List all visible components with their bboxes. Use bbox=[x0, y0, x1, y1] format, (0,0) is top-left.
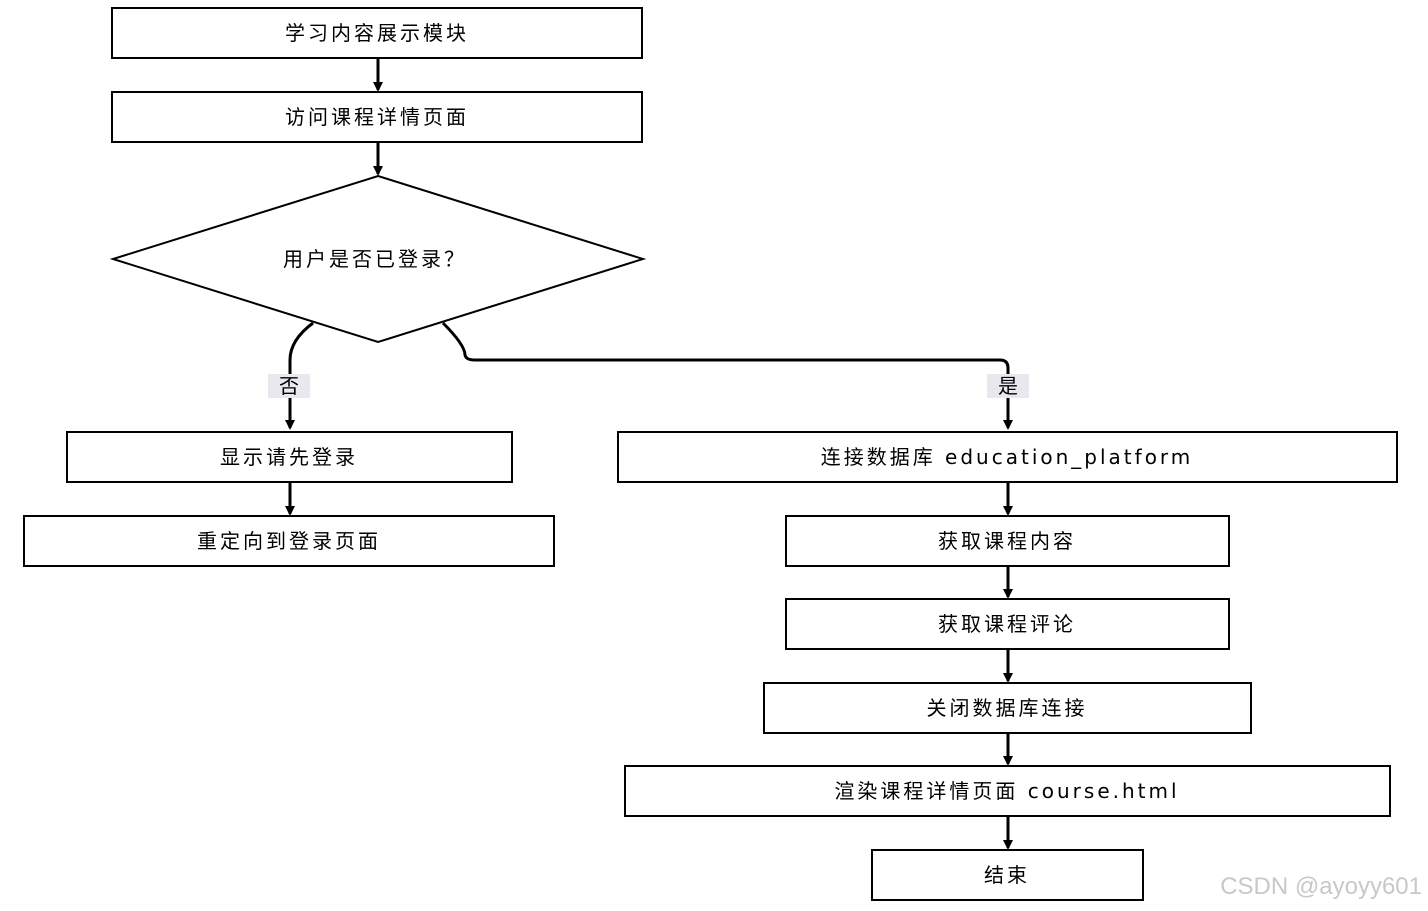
node-redirect-label: 重定向到登录页面 bbox=[197, 529, 381, 553]
node-close-db-box bbox=[763, 682, 1252, 734]
node-show-login: 显示请先登录 bbox=[66, 431, 513, 483]
node-get-comments: 获取课程评论 bbox=[785, 598, 1230, 650]
node-get-content: 获取课程内容 bbox=[785, 515, 1230, 567]
node-connect-db: 连接数据库 education_platform bbox=[617, 431, 1398, 483]
node-decision: 用户是否已登录？ bbox=[109, 174, 647, 344]
node-close-db-label: 关闭数据库连接 bbox=[927, 696, 1088, 720]
node-visit: 访问课程详情页面 bbox=[111, 91, 643, 143]
node-get-content-label: 获取课程内容 bbox=[938, 529, 1076, 553]
node-decision-label: 用户是否已登录？ bbox=[283, 247, 467, 271]
node-show-login-box bbox=[66, 431, 513, 483]
edge-label-no-text: 否 bbox=[279, 374, 299, 398]
edge-label-no: 否 bbox=[268, 374, 310, 398]
edge-decision-to-connect-db bbox=[441, 321, 1013, 430]
node-connect-db-box bbox=[617, 431, 1398, 483]
nodes: 学习内容展示模块 访问课程详情页面 用户是否已登录？ 显示请先登录 重定向到登录… bbox=[23, 7, 1398, 901]
node-end: 结束 bbox=[871, 849, 1144, 901]
node-module: 学习内容展示模块 bbox=[111, 7, 643, 59]
edge-label-yes-text: 是 bbox=[998, 374, 1018, 398]
edges bbox=[285, 58, 1013, 850]
node-end-label: 结束 bbox=[984, 863, 1030, 887]
node-get-content-box bbox=[785, 515, 1230, 567]
node-get-comments-box bbox=[785, 598, 1230, 650]
edge-label-yes-bg bbox=[987, 374, 1029, 398]
node-module-box bbox=[111, 7, 643, 59]
node-visit-label: 访问课程详情页面 bbox=[285, 105, 469, 129]
edge-label-no-bg bbox=[268, 374, 310, 398]
node-end-box bbox=[871, 849, 1144, 901]
node-decision-diamond bbox=[109, 174, 647, 344]
node-module-label: 学习内容展示模块 bbox=[285, 21, 469, 45]
node-visit-box bbox=[111, 91, 643, 143]
edge-label-yes: 是 bbox=[987, 374, 1029, 398]
node-get-comments-label: 获取课程评论 bbox=[938, 612, 1076, 636]
node-redirect-box bbox=[23, 515, 555, 567]
node-render-label: 渲染课程详情页面 course.html bbox=[834, 779, 1179, 803]
watermark: CSDN @ayoyy601 bbox=[1220, 873, 1422, 900]
node-connect-db-label: 连接数据库 education_platform bbox=[821, 445, 1194, 469]
node-close-db: 关闭数据库连接 bbox=[763, 682, 1252, 734]
node-render-box bbox=[624, 765, 1391, 817]
node-show-login-label: 显示请先登录 bbox=[220, 445, 358, 469]
node-render: 渲染课程详情页面 course.html bbox=[624, 765, 1391, 817]
edge-decision-to-show-login bbox=[285, 321, 314, 430]
node-redirect: 重定向到登录页面 bbox=[23, 515, 555, 567]
